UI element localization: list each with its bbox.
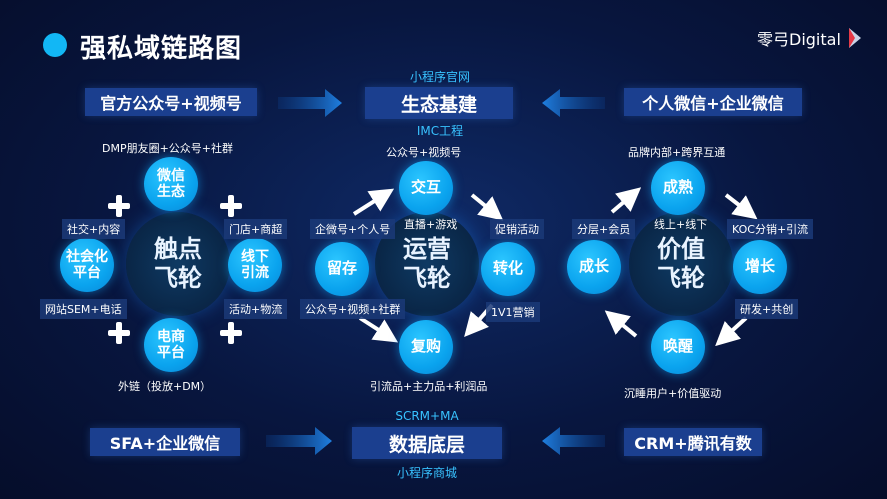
- wheel1-node-bottom: 电商平台: [144, 318, 198, 372]
- wheel2-top-label: 公众号+视频号: [386, 146, 462, 159]
- wheel1-top-line2: 生态: [157, 184, 185, 200]
- wheel2-center-line1: 运营: [403, 235, 451, 264]
- plus-icon: [108, 195, 130, 217]
- wheel1-bottom-line2: 平台: [157, 345, 185, 361]
- wheel1-right-line1: 线下: [241, 248, 269, 265]
- wheel1-center: 触点飞轮: [126, 212, 230, 316]
- wheel2-center-line2: 飞轮: [403, 264, 451, 292]
- bottom-center-caption-top: SCRM+MA: [395, 409, 459, 423]
- plus-icon: [220, 322, 242, 344]
- top-center-caption-top: 小程序官网: [409, 70, 470, 84]
- wheel3-right-bottom-label: 研发+共创: [735, 299, 799, 319]
- top-left-box: 官方公众号+视频号: [85, 88, 257, 116]
- logo-mark-icon: [847, 28, 863, 48]
- wheel2-right-top-label: 促销活动: [490, 219, 544, 239]
- bottom-left-box: SFA+企业微信: [90, 428, 240, 456]
- wheel1-left-bottom-label: 网站SEM+电话: [40, 299, 127, 319]
- wheel1-right-line2: 引流: [241, 265, 269, 281]
- wheel1-left-line1: 社会化: [66, 248, 108, 265]
- wheel3-left-top-label: 分层+会员: [572, 219, 636, 239]
- wheel1-node-top: 微信生态: [144, 157, 198, 211]
- wheel2-node-bottom: 复购: [399, 320, 453, 374]
- wheel2-node-top: 交互: [399, 161, 453, 215]
- wheel2-left-top-label: 企微号+个人号: [310, 219, 396, 239]
- wheel1-center-line2: 飞轮: [154, 264, 202, 292]
- wheel1-node-left: 社会化平台: [60, 238, 114, 292]
- wheel2-bottom-label: 引流品+主力品+利润品: [370, 380, 488, 393]
- bottom-center-box: 数据底层: [352, 427, 502, 459]
- page-title: 强私域链路图: [80, 34, 243, 64]
- plus-icon: [108, 322, 130, 344]
- wheel2-node-left: 留存: [315, 242, 369, 296]
- wheel1-bottom-label: 外链（投放+DM）: [118, 380, 212, 393]
- wheel3-top-label: 品牌内部+跨界互通: [628, 146, 726, 159]
- wheel2-node-right: 转化: [481, 242, 535, 296]
- wheel1-bottom-line1: 电商: [157, 328, 185, 345]
- top-center-box: 生态基建: [365, 87, 513, 119]
- wheel3-node-bottom: 唤醒: [651, 320, 705, 374]
- plus-icon: [220, 195, 242, 217]
- wheel2-top-sub-label: 直播+游戏: [404, 218, 458, 231]
- wheel3-right-top-label: KOC分销+引流: [727, 219, 814, 239]
- top-center-caption-bottom: IMC工程: [416, 124, 464, 138]
- wheel1-left-top-label: 社交+内容: [62, 219, 126, 239]
- wheel2-left-bottom-label: 公众号+视频+社群: [300, 299, 406, 319]
- logo-text: 零弓Digital: [757, 30, 841, 49]
- wheel2-right-bottom-label: 1V1营销: [486, 302, 540, 322]
- top-right-box: 个人微信+企业微信: [624, 88, 802, 116]
- wheel3-center-line2: 飞轮: [657, 264, 705, 292]
- wheel3-center: 价值飞轮: [629, 212, 733, 316]
- wheel1-right-bottom-label: 活动+物流: [224, 299, 288, 319]
- wheel3-node-right: 增长: [733, 240, 787, 294]
- bottom-center-caption-bottom: 小程序商城: [396, 466, 457, 480]
- wheel3-top-sub-label: 线上+线下: [654, 218, 708, 231]
- wheel3-node-top: 成熟: [651, 161, 705, 215]
- wheel1-node-right: 线下引流: [228, 238, 282, 292]
- wheel1-top-label: DMP朋友圈+公众号+社群: [102, 142, 234, 155]
- brand-logo: 零弓Digital: [757, 26, 863, 50]
- wheel3-node-left: 成长: [567, 240, 621, 294]
- title-bullet-icon: [43, 33, 67, 57]
- wheel1-left-line2: 平台: [73, 265, 101, 281]
- wheel1-top-line1: 微信: [157, 167, 185, 184]
- wheel3-center-line1: 价值: [657, 235, 705, 264]
- wheel1-center-line1: 触点: [154, 235, 202, 264]
- wheel1-right-top-label: 门店+商超: [224, 219, 288, 239]
- wheel3-bottom-label: 沉睡用户+价值驱动: [624, 387, 722, 400]
- bottom-right-box: CRM+腾讯有数: [624, 428, 762, 456]
